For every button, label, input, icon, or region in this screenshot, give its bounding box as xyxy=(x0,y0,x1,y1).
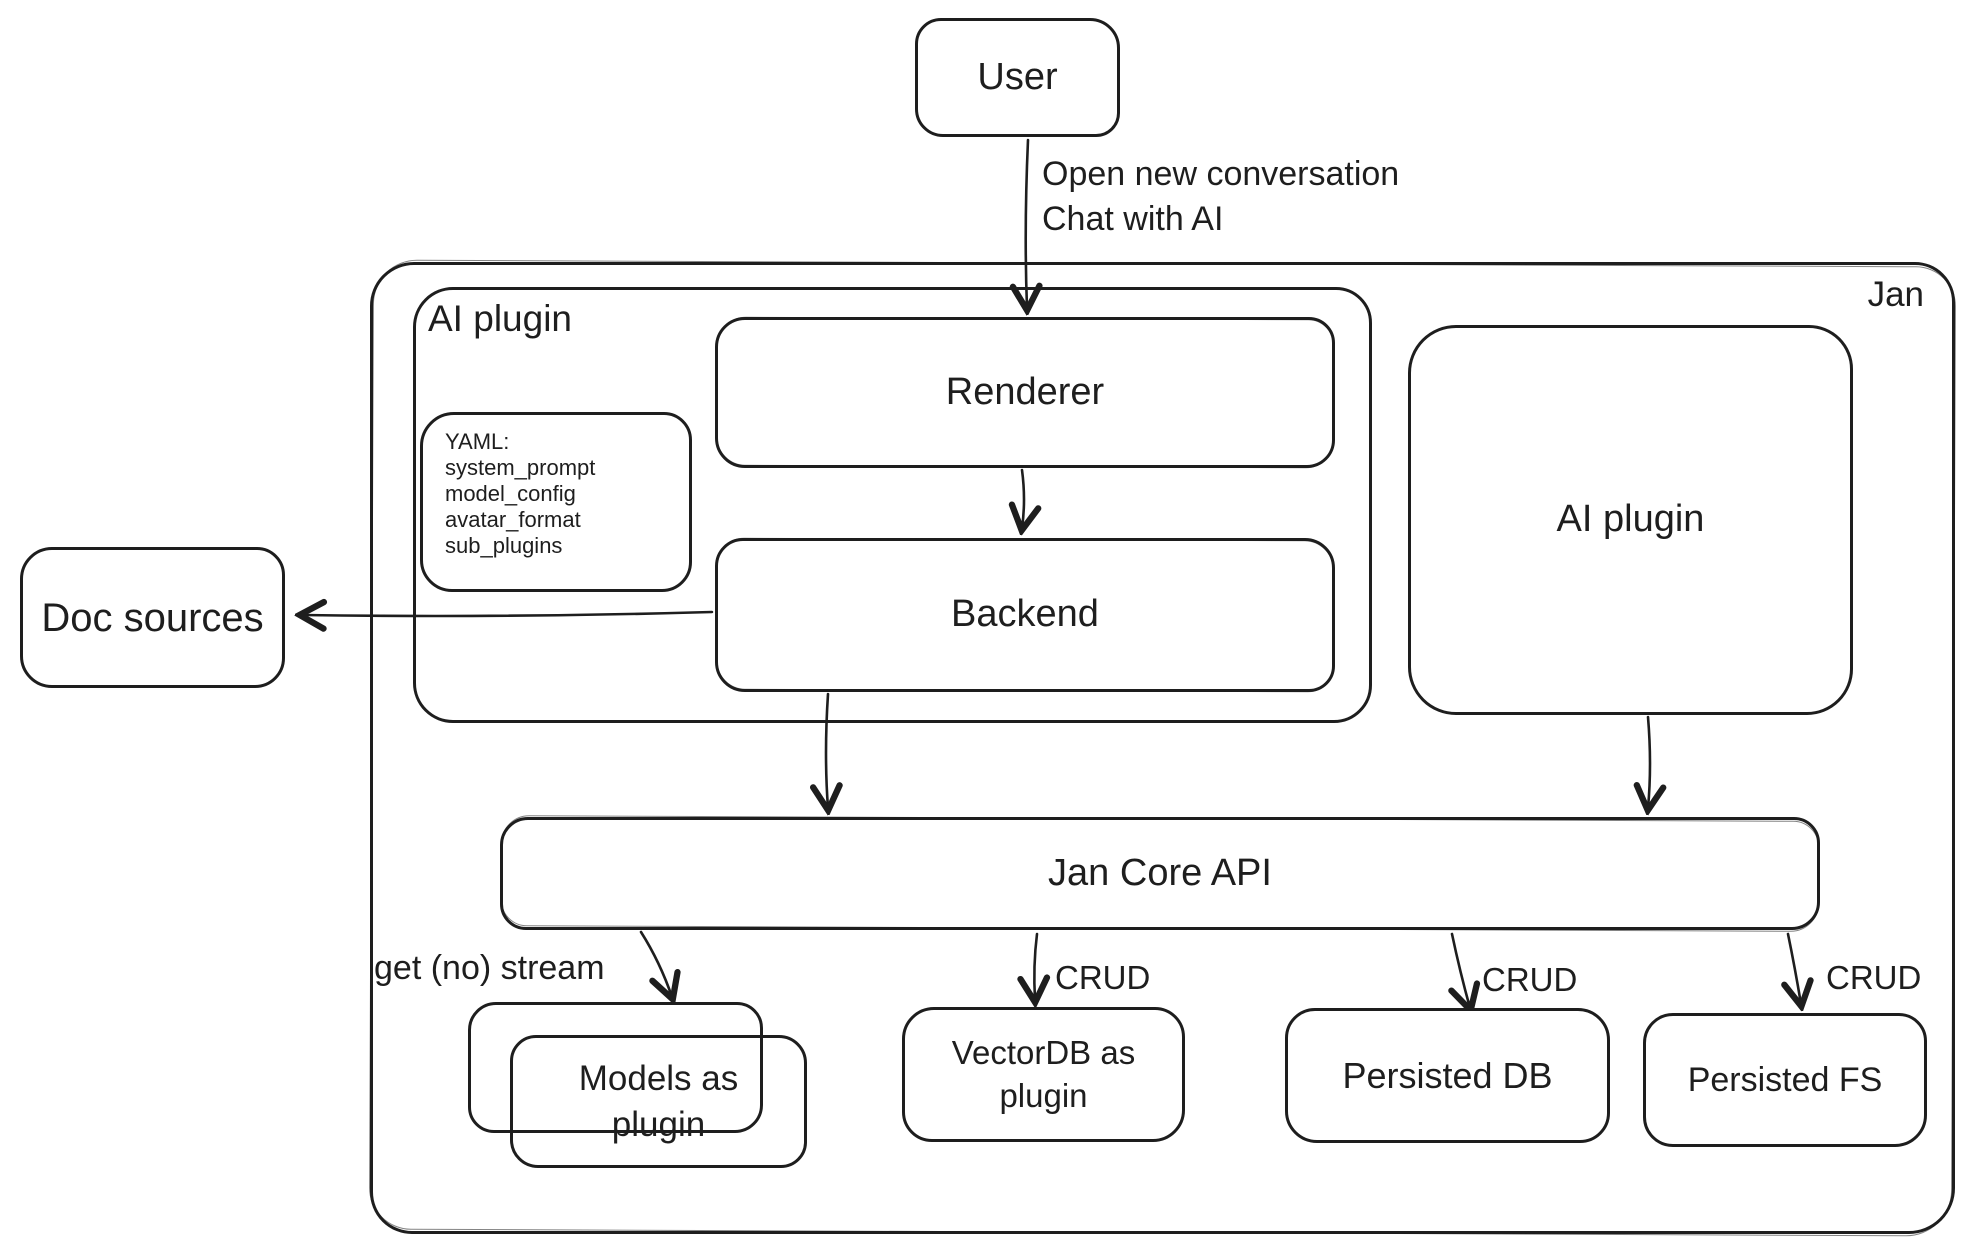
models-plugin-label-line1: Models as xyxy=(578,1059,739,1098)
user-flow-label-line1: Open new conversation xyxy=(1042,155,1400,193)
get-stream-label: get (no) stream xyxy=(374,949,605,987)
vectordb-plugin-label-line2: plugin xyxy=(999,1076,1088,1114)
persisted-fs-label: Persisted FS xyxy=(1687,1060,1883,1099)
user-node: User xyxy=(915,18,1120,137)
persisted-db-node: Persisted DB xyxy=(1285,1008,1610,1143)
ai-plugin-container: AI plugin xyxy=(413,287,1372,723)
models-plugin-node: Models as plugin xyxy=(510,1035,807,1168)
ai-plugin-right-node: AI plugin xyxy=(1408,325,1853,715)
backend-node: Backend xyxy=(715,538,1335,692)
yaml-note-line1: YAML: xyxy=(445,429,510,454)
user-label: User xyxy=(977,55,1058,98)
yaml-note-text: YAML: system_prompt model_config avatar_… xyxy=(423,415,689,559)
persisted-db-label: Persisted DB xyxy=(1342,1054,1553,1096)
yaml-note-line5: sub_plugins xyxy=(445,533,563,558)
persisted-fs-node: Persisted FS xyxy=(1643,1013,1927,1147)
crud-label-persisted-fs: CRUD xyxy=(1826,959,1922,996)
crud-label-vectordb: CRUD xyxy=(1055,959,1151,996)
models-plugin-outer-box xyxy=(468,1002,763,1133)
doc-sources-node: Doc sources xyxy=(20,547,285,688)
renderer-node: Renderer xyxy=(715,317,1335,468)
yaml-note-line4: avatar_format xyxy=(445,507,581,532)
jan-container-label: Jan xyxy=(1867,275,1924,314)
jan-container: Jan xyxy=(370,262,1955,1234)
ai-plugin-right-label: AI plugin xyxy=(1556,498,1705,541)
crud-label-persisted-db: CRUD xyxy=(1482,961,1578,998)
user-flow-label-line2: Chat with AI xyxy=(1042,199,1224,238)
yaml-note-line2: system_prompt xyxy=(445,455,596,480)
ai-plugin-container-label: AI plugin xyxy=(428,298,572,339)
renderer-label: Renderer xyxy=(945,370,1105,413)
vectordb-plugin-node: VectorDB as plugin xyxy=(902,1007,1185,1142)
yaml-note: YAML: system_prompt model_config avatar_… xyxy=(420,412,692,592)
models-plugin-label-line2: plugin xyxy=(611,1104,706,1144)
user-flow-label: Open new conversation Chat with AI xyxy=(1042,152,1399,242)
jan-core-api-node: Jan Core API xyxy=(500,817,1820,930)
doc-sources-label: Doc sources xyxy=(41,595,264,640)
yaml-note-line3: model_config xyxy=(445,481,576,506)
backend-label: Backend xyxy=(951,593,1099,636)
jan-core-api-label: Jan Core API xyxy=(1048,851,1272,894)
vectordb-plugin-label-line1: VectorDB as xyxy=(951,1033,1136,1071)
